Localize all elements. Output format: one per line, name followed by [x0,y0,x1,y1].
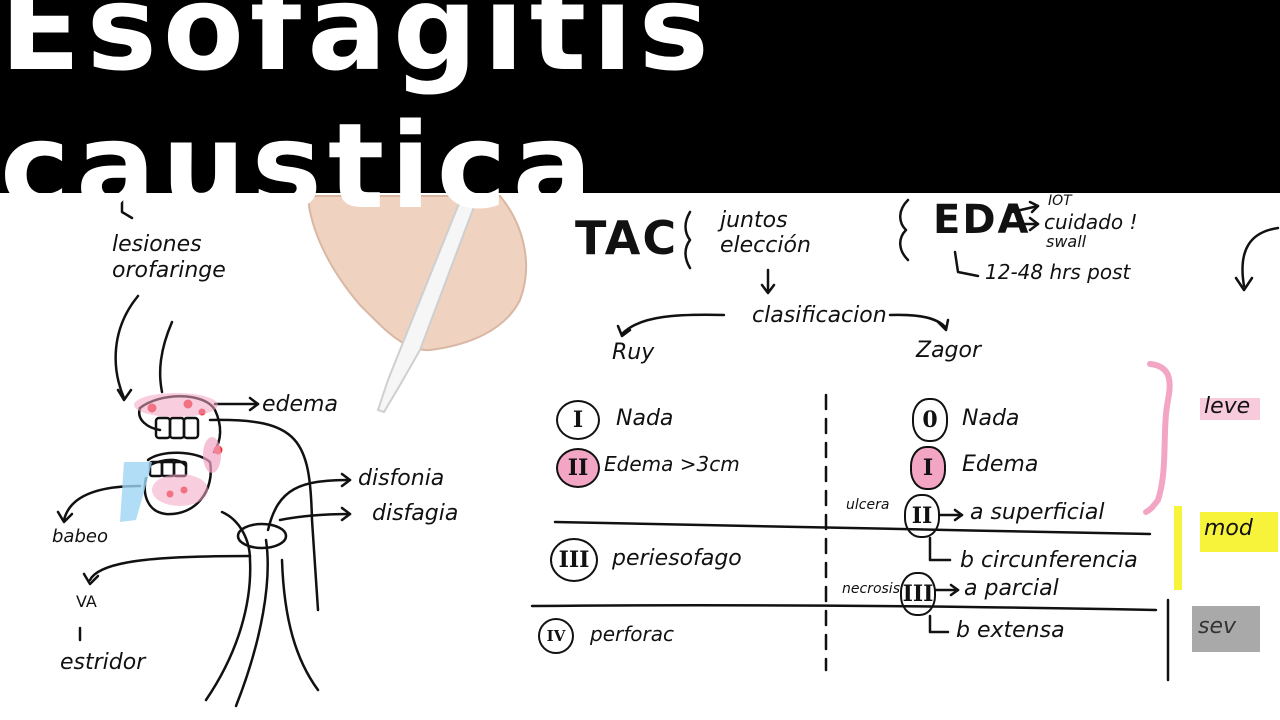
clasificacion-label: clasificacion [752,303,887,328]
disfagia-label: disfagia [372,501,459,526]
lesiones-label: lesiones orofaringe [112,232,226,284]
zargar-grade-iiib-text: b extensa [956,618,1065,643]
tooth [182,416,200,440]
row-divider-2 [530,603,1158,612]
row-divider-1 [553,520,1152,536]
ruy-grade-ii-text: Edema >3cm [604,452,740,476]
zargar-necrosis-label: necrosis [842,581,900,597]
eda-item-iot: IOT [1048,193,1072,209]
hand-icon [306,195,528,352]
zargar-grade-iiia-text: a parcial [964,576,1059,601]
ruy-grade-iii-badge: III [550,538,598,582]
brace-1 [684,210,692,270]
zargar-header: Zagor [916,338,982,363]
arrow-to-mouth-1 [114,294,140,400]
ruy-grade-iii-text: periesofago [612,546,742,571]
ruy-header: Ruy [612,340,655,365]
yellow-highlight [1200,512,1278,552]
leve-label: leve [1204,394,1251,419]
gray-highlight [1192,606,1260,652]
ruy-grade-i-badge: I [556,400,600,440]
severo-label: sev [1198,614,1237,639]
juntos-label: juntos elección [720,208,811,259]
zargar-ulcera-label: ulcera [846,497,890,513]
larynx [236,522,288,550]
zargar-grade-iib-text: b circunferencia [960,548,1138,573]
ruy-grade-i-text: Nada [616,406,674,431]
va-label: VA [76,592,97,611]
pharynx-line [208,418,320,612]
eda-label: EDA [933,197,1031,243]
tac-label: TAC [575,211,679,265]
mod-label: mod [1204,516,1253,541]
top-arrow [120,194,134,220]
ruy-grade-iv-text: perforac [590,622,674,646]
title-banner: Esofagitis caustica [0,0,1280,235]
zargar-grade-iii-badge: III [900,572,936,616]
brace-2 [899,198,910,262]
ruy-grade-ii-badge: II [556,448,600,488]
zargar-grade-ii-badge: II [904,494,940,538]
pink-brace [1143,361,1173,515]
zargar-grade-0-badge: 0 [912,398,948,442]
edema-label: edema [262,392,338,417]
zargar-grade-iia-text: a superficial [970,500,1105,525]
pink-highlight [1200,398,1260,420]
zargar-grade-0-text: Nada [962,406,1020,431]
babeo-label: babeo [52,526,108,547]
zargar-grade-i-badge: I [910,446,946,490]
disfonia-label: disfonia [358,466,445,491]
zargar-grade-i-text: Edema [962,452,1039,477]
eda-item-swall: swall [1046,232,1087,251]
ruy-grade-iv-badge: IV [538,618,574,654]
eda-item-cuidado: cuidado ! [1044,210,1138,234]
arrow-to-mouth-2 [158,320,174,394]
estridor-label: estridor [60,650,146,675]
page-title: Esofagitis caustica [0,0,715,235]
eda-time-label: 12-48 hrs post [985,260,1131,284]
pen-icon [376,195,480,414]
